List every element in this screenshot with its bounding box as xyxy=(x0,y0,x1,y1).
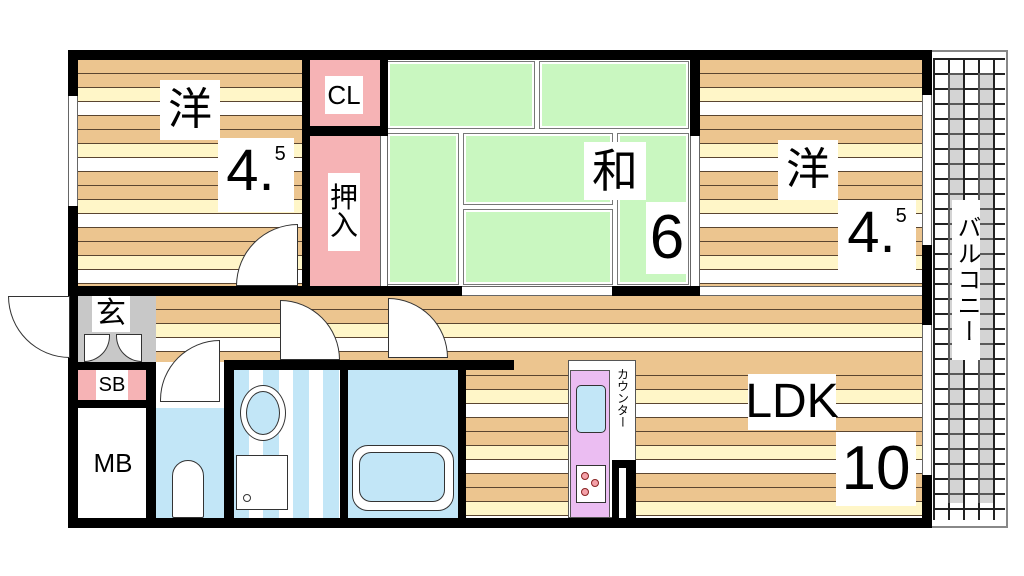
ldk-type: LDK xyxy=(745,374,839,430)
toilet-icon xyxy=(172,460,204,518)
outer-wall-top xyxy=(68,50,932,60)
window xyxy=(922,325,932,475)
counter-label-text: カウンター xyxy=(615,368,630,428)
wall xyxy=(68,362,156,370)
bathtub-icon xyxy=(352,445,454,511)
wall xyxy=(146,362,156,528)
window xyxy=(462,286,612,296)
washing-machine-icon xyxy=(236,455,288,510)
ldk-size: 10 xyxy=(836,432,916,506)
entrance-label: 玄 xyxy=(92,296,130,332)
wall xyxy=(224,360,514,370)
balcony-floor xyxy=(933,58,1005,520)
western-right-type: 洋 xyxy=(778,140,838,200)
wall xyxy=(302,50,310,296)
japanese-size: 6 xyxy=(646,202,688,274)
window xyxy=(922,95,932,245)
counter-gap xyxy=(619,468,626,518)
shoe-box-label: SB xyxy=(96,370,128,400)
window xyxy=(700,286,922,296)
door-entrance[interactable] xyxy=(8,296,70,358)
counter-label: カウンター xyxy=(613,368,633,458)
closet-label: CL xyxy=(325,76,363,114)
balcony-label: バルコニー xyxy=(952,200,980,360)
balcony-label-text: バルコニー xyxy=(953,215,980,345)
wall xyxy=(302,126,388,136)
washbasin-icon xyxy=(240,385,286,441)
tatami-mat xyxy=(539,61,689,129)
japanese-type: 和 xyxy=(584,142,646,200)
kitchen-sink-icon xyxy=(576,385,606,433)
window xyxy=(68,96,78,206)
oshiire-label: 押入 xyxy=(328,173,360,251)
window xyxy=(690,136,700,286)
western-left-size: 4.5 xyxy=(218,138,294,212)
tatami-mat xyxy=(387,133,459,285)
window xyxy=(380,136,388,286)
hallway-floor xyxy=(156,296,924,362)
stove-icon xyxy=(576,465,606,503)
wall xyxy=(68,400,156,408)
wall xyxy=(224,362,234,528)
wall xyxy=(458,362,466,528)
tatami-mat xyxy=(463,209,613,285)
wall xyxy=(340,362,348,528)
outer-wall-bottom xyxy=(68,518,932,528)
western-right-size: 4.5 xyxy=(838,200,916,274)
tatami-mat xyxy=(387,61,535,129)
meter-box-label: MB xyxy=(86,445,140,481)
western-left-type: 洋 xyxy=(160,80,220,140)
